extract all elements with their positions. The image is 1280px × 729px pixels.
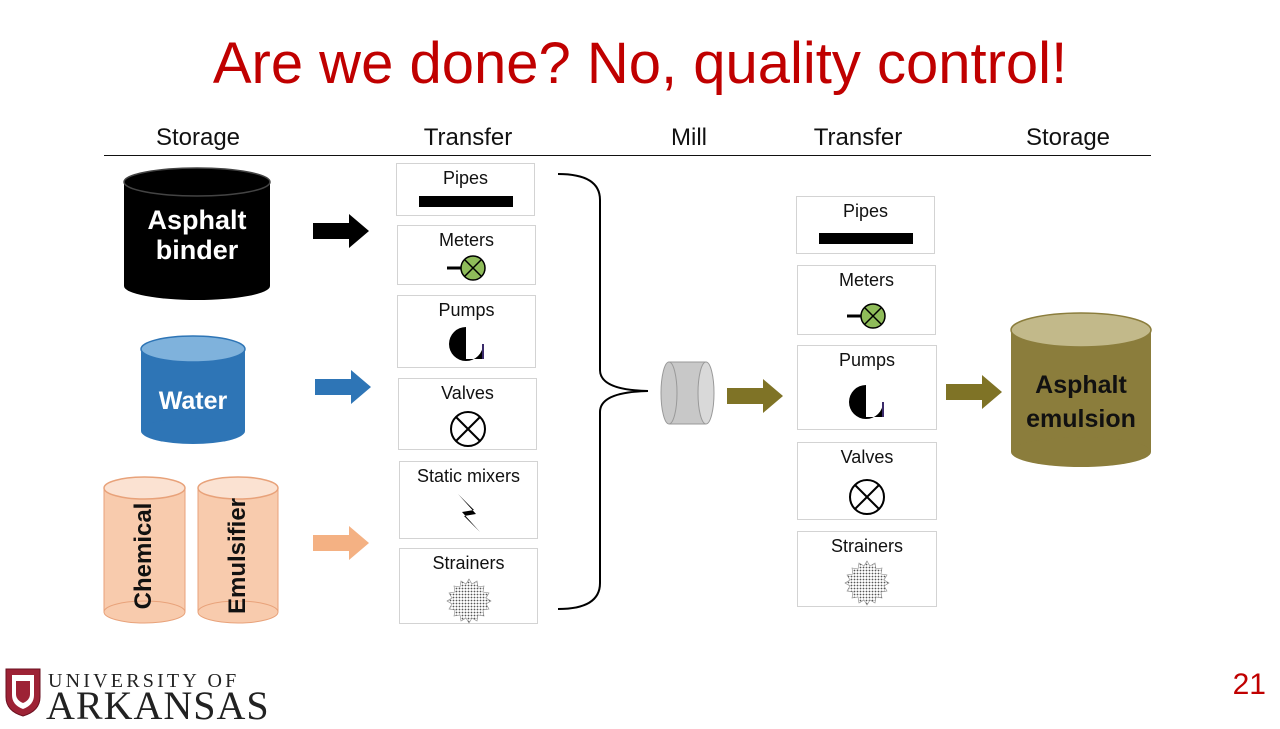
transfer-left-strainers: Strainers — [399, 548, 538, 624]
column-header-mill: Mill — [671, 124, 707, 151]
mill-icon — [660, 361, 715, 425]
header-rule — [104, 155, 1151, 156]
arrow-asphalt — [313, 214, 369, 248]
arrow-chemical — [313, 526, 369, 560]
strainer-icon — [844, 560, 890, 606]
logo-arkansas: ARKANSAS — [46, 683, 270, 728]
transfer-right-meters: Meters — [797, 265, 936, 335]
column-header-transfer-right: Transfer — [813, 124, 903, 151]
column-header-storage-right: Storage — [1025, 124, 1111, 151]
meter-icon — [846, 303, 886, 329]
transfer-right-pipes: Pipes — [796, 196, 935, 254]
arrow-transfer-to-storage — [946, 375, 1002, 409]
water-tank — [140, 335, 246, 444]
arrow-water — [315, 370, 371, 404]
transfer-brace — [557, 173, 649, 610]
asphalt-binder-tank — [123, 167, 271, 300]
transfer-left-static-mixers: Static mixers — [399, 461, 538, 539]
meter-icon — [446, 255, 486, 281]
valve-icon — [849, 479, 885, 515]
transfer-right-valves: Valves — [797, 442, 937, 520]
arrow-mill-to-transfer — [727, 379, 783, 413]
transfer-right-strainers: Strainers — [797, 531, 937, 607]
logo-university-of: UNIVERSITY OF — [48, 670, 240, 692]
chemical-label: Chemical — [130, 502, 157, 610]
column-header-transfer-left: Transfer — [423, 124, 513, 151]
transfer-left-valves: Valves — [398, 378, 537, 450]
valve-icon — [449, 411, 486, 447]
chemical-tank — [103, 476, 186, 624]
slide-title: Are we done? No, quality control! — [212, 31, 1068, 96]
column-header-storage-left: Storage — [155, 124, 241, 151]
page-number: 21 — [1232, 668, 1266, 701]
pump-icon — [849, 385, 884, 419]
water-label: Water — [158, 387, 228, 415]
transfer-right-pumps: Pumps — [797, 345, 937, 430]
pump-icon — [448, 327, 484, 361]
asphalt-emulsion-tank — [1010, 312, 1152, 467]
static-mixer-icon — [457, 494, 480, 532]
transfer-left-meters: Meters — [397, 225, 536, 285]
pipe-icon — [418, 196, 513, 207]
asphalt-emulsion-label: Asphalt emulsion — [1026, 371, 1136, 433]
transfer-left-pumps: Pumps — [397, 295, 536, 368]
transfer-left-pipes: Pipes — [396, 163, 535, 216]
pipe-icon — [818, 233, 913, 244]
university-shield-icon — [5, 668, 41, 717]
emulsifier-label: Emulsifier — [224, 497, 251, 615]
asphalt-binder-label: Asphalt binder — [147, 205, 247, 265]
emulsifier-tank — [197, 476, 279, 624]
strainer-icon — [445, 578, 492, 624]
